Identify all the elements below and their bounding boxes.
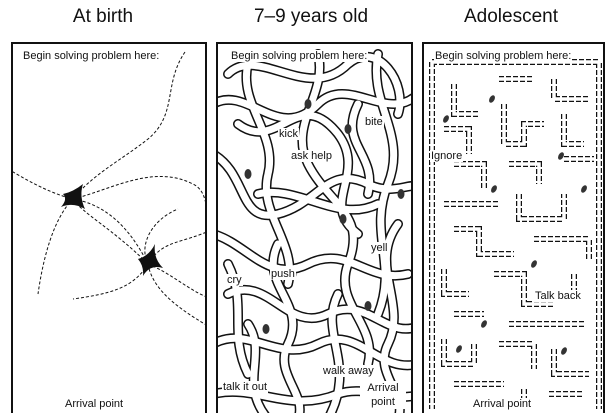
- panel-3-start-label: Begin solving problem here:: [434, 50, 572, 62]
- panel-adolescent: Begin solving problem here: Ignore Talk …: [422, 42, 605, 413]
- panel-2-end-label: Arrival point: [360, 381, 406, 409]
- panel-7-9-years: Begin solving problem here: kick bite as…: [216, 42, 413, 413]
- label-talk-back: Talk back: [534, 290, 582, 302]
- label-ask-help: ask help: [290, 150, 333, 162]
- maze-pathways-diagram: [424, 44, 605, 413]
- panel-at-birth: Begin solving problem here: Arrival poin…: [11, 42, 207, 413]
- neuron-cell-bodies: [61, 184, 163, 276]
- at-birth-neuron-diagram: [13, 44, 207, 413]
- label-walk-away: walk away: [322, 365, 375, 377]
- panel-1-end-label: Arrival point: [65, 398, 123, 410]
- label-push: push: [270, 268, 296, 280]
- panel-1-start-label: Begin solving problem here:: [23, 50, 159, 62]
- heading-7-9-years: 7–9 years old: [216, 6, 406, 28]
- label-yell: yell: [370, 242, 389, 254]
- label-ignore: Ignore: [430, 150, 463, 162]
- label-bite: bite: [364, 116, 384, 128]
- heading-at-birth: At birth: [8, 6, 198, 28]
- panel-2-start-label: Begin solving problem here:: [230, 50, 368, 62]
- heading-adolescent: Adolescent: [416, 6, 606, 28]
- label-cry: cry: [226, 274, 243, 286]
- label-kick: kick: [278, 128, 299, 140]
- label-talk-it-out: talk it out: [222, 381, 268, 393]
- panel-3-end-label: Arrival point: [472, 398, 532, 410]
- tangled-pathways-diagram: [218, 44, 413, 413]
